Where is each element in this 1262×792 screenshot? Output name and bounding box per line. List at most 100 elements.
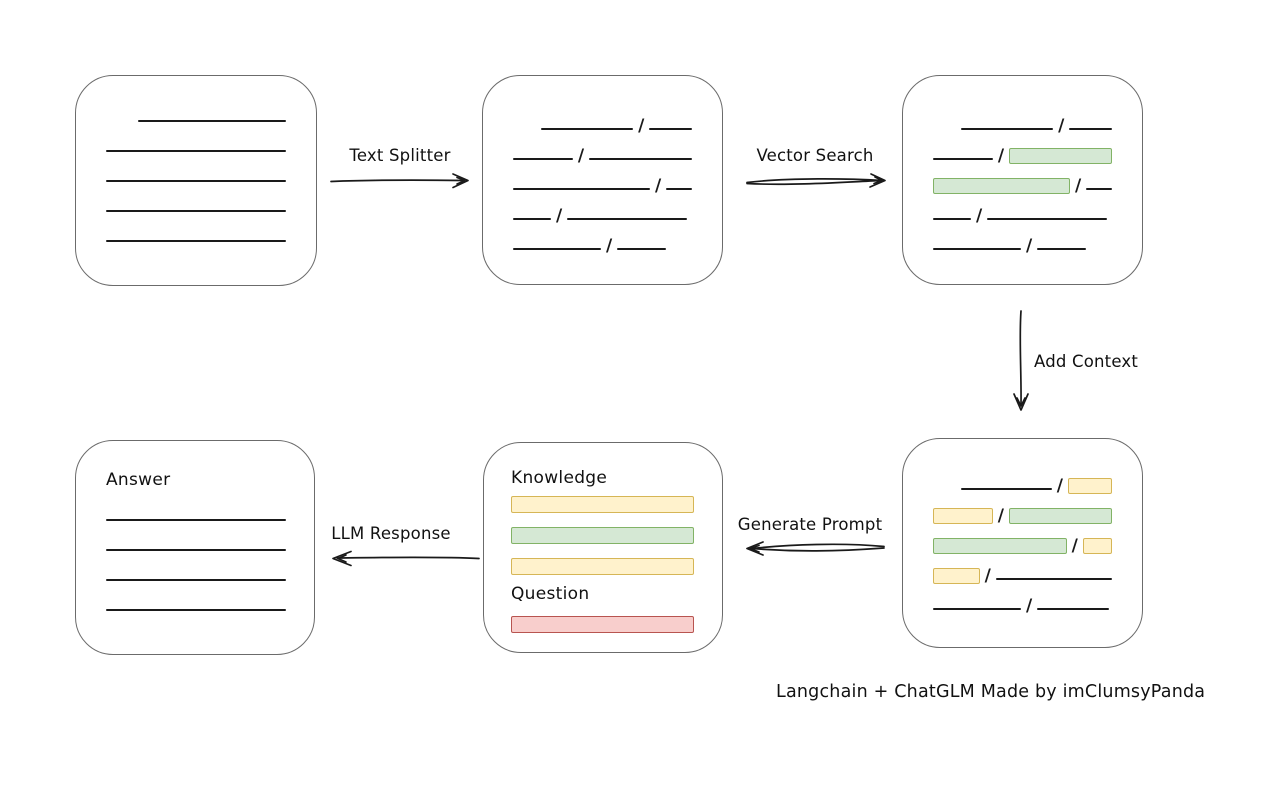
chunk-row: / [933,194,1112,226]
answer-label: Answer [106,470,171,490]
yellow-bar [511,558,694,575]
chunk-separator-slash: / [1026,236,1033,256]
chunk-highlight-green [1008,508,1112,524]
llm-response-arrow [332,550,480,567]
chunk-separator-slash: / [1074,176,1082,196]
chunk-row: / [933,554,1112,586]
chunk-text-line [961,128,1054,130]
chunk-text-line [541,128,634,130]
chunk-separator-slash: / [1058,116,1065,136]
knowledge-bars [511,496,722,575]
chunk-separator-slash: / [1056,476,1064,496]
chunk-separator-slash: / [577,146,585,166]
chunk-separator-slash: / [984,566,991,586]
chunk-separator-slash: / [638,116,645,136]
chunk-text-line [513,248,601,250]
knowledge-label: Knowledge [511,468,608,488]
chunk-text-line [1086,188,1112,190]
chunk-row: / [513,104,692,136]
green-bar [511,527,694,544]
chunk-text-line [1037,248,1087,250]
chunk-text-line [617,248,667,250]
generate-prompt-label: Generate Prompt [737,515,883,534]
chunk-separator-slash: / [654,176,662,196]
vector-search-arrow [746,173,886,188]
text-line [106,609,286,611]
text-line [138,120,286,122]
context-chunks-box: / / / / / [902,438,1143,648]
chunk-text-line [589,158,692,160]
chunk-separator-slash: / [1071,536,1078,556]
chunk-row: / [513,194,692,226]
chunk-text-line [567,218,688,220]
chunk-text-line [933,608,1021,610]
chunk-text-line [666,188,692,190]
chunk-row: / [933,584,1112,616]
chunk-row: / [933,104,1112,136]
chunk-row: / [933,164,1112,196]
context-chunk-rows: / / / / / [933,464,1112,616]
chunk-separator-slash: / [997,146,1005,166]
text-line [106,549,286,551]
text-line [106,519,286,521]
split-chunk-rows: / / / / / [513,104,692,256]
red-bar [511,616,694,633]
llm-response-label: LLM Response [331,524,451,543]
chunk-text-line [933,218,971,220]
split-chunks-box: / / / / / [482,75,723,285]
chunk-text-line [1069,128,1112,130]
chunk-row: / [933,524,1112,556]
chunk-highlight-yellow [933,568,980,584]
chunk-separator-slash: / [606,236,613,256]
chunk-row: / [933,224,1112,256]
chunk-row: / [933,134,1112,166]
chunk-text-line [513,188,650,190]
text-line [106,180,286,182]
chunk-text-line [933,248,1021,250]
prompt-box: Knowledge Question [483,442,723,653]
chunk-highlight-yellow [1082,538,1112,554]
chunk-separator-slash: / [556,206,563,226]
document-box [75,75,317,286]
chunk-row: / [513,164,692,196]
text-line [106,150,286,152]
chunk-highlight-yellow [933,508,993,524]
chunk-text-line [649,128,692,130]
chunk-row: / [513,224,692,256]
generate-prompt-arrow [746,541,885,556]
chunk-highlight-green [933,178,1070,194]
searched-chunk-rows: / / / / / [933,104,1112,256]
text-line [106,579,286,581]
answer-lines [106,519,314,611]
answer-box: Answer [75,440,315,655]
chunk-text-line [513,218,551,220]
question-bars [511,616,722,633]
chunk-text-line [513,158,573,160]
document-lines [106,120,286,242]
text-splitter-arrow [330,173,469,189]
chunk-text-line [987,218,1108,220]
chunk-row: / [933,494,1112,526]
credit-caption: Langchain + ChatGLM Made by imClumsyPand… [776,682,1206,702]
text-line [106,240,286,242]
chunk-text-line [933,158,993,160]
yellow-bar [511,496,694,513]
add-context-arrow [1013,310,1029,411]
chunk-row: / [933,464,1112,496]
chunk-row: / [513,134,692,166]
chunk-separator-slash: / [1026,596,1033,616]
chunk-separator-slash: / [976,206,983,226]
text-line [106,210,286,212]
chunk-highlight-green [933,538,1067,554]
vector-search-label: Vector Search [756,146,874,165]
question-label: Question [511,584,590,604]
chunk-text-line [1037,608,1110,610]
chunk-highlight-yellow [1068,478,1112,494]
text-splitter-label: Text Splitter [349,146,451,165]
chunk-highlight-green [1009,148,1112,164]
chunk-text-line [961,488,1052,490]
add-context-label: Add Context [1034,352,1139,371]
chunk-separator-slash: / [997,506,1004,526]
chunk-text-line [995,578,1112,580]
